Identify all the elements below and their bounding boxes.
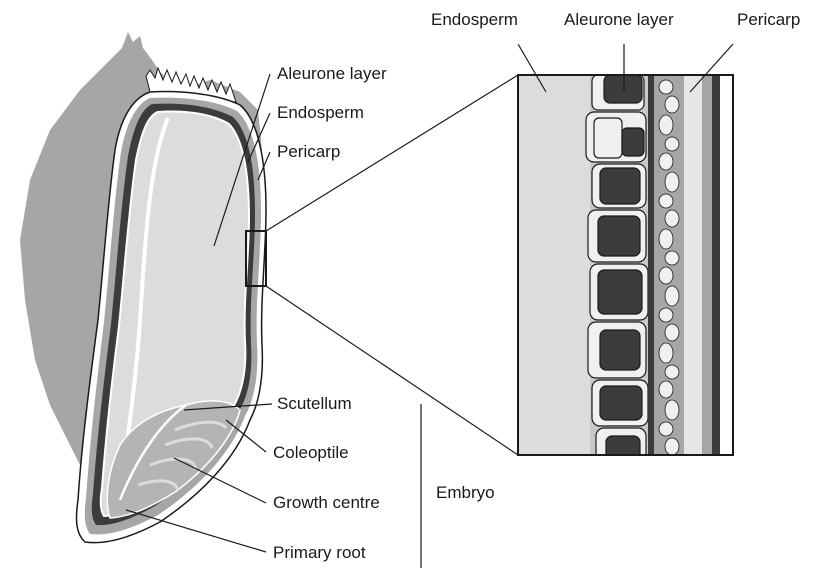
pericarp-cell <box>665 286 679 306</box>
pericarp-cell <box>659 343 673 363</box>
detail-pericarp-mid <box>702 75 712 455</box>
label-detail-pericarp: Pericarp <box>737 10 800 30</box>
pericarp-cell <box>659 194 673 208</box>
pericarp-cell <box>659 153 673 170</box>
aleurone-cell <box>600 386 642 420</box>
label-pericarp: Pericarp <box>277 142 340 162</box>
aleurone-cell <box>606 436 640 466</box>
aleurone-cells <box>586 75 648 468</box>
pericarp-cell <box>665 172 679 192</box>
detail-view <box>518 75 733 468</box>
pericarp-cell <box>665 96 679 113</box>
zoom-line-bottom <box>266 286 518 455</box>
label-detail-aleurone-layer: Aleurone layer <box>564 10 674 30</box>
label-embryo: Embryo <box>436 483 495 503</box>
pericarp-cell <box>665 137 679 151</box>
aleurone-cell <box>600 168 640 204</box>
pericarp-cell <box>659 229 673 249</box>
label-endosperm: Endosperm <box>277 103 364 123</box>
pericarp-cell <box>659 381 673 398</box>
pericarp-cell <box>659 80 673 94</box>
grain-section <box>20 32 266 543</box>
aleurone-cell <box>594 118 622 158</box>
leader-primary-root <box>126 510 266 552</box>
pericarp-cell <box>659 308 673 322</box>
detail-pericarp-dark <box>712 75 720 455</box>
pericarp-cell <box>665 365 679 379</box>
pericarp-cell <box>665 210 679 227</box>
aleurone-cell <box>598 216 640 256</box>
label-detail-endosperm: Endosperm <box>431 10 518 30</box>
aleurone-cell <box>622 128 644 156</box>
pericarp-cell <box>665 251 679 265</box>
label-growth-centre: Growth centre <box>273 493 380 513</box>
detail-pericarp-light <box>684 75 702 455</box>
label-coleoptile: Coleoptile <box>273 443 349 463</box>
pericarp-cell <box>665 438 679 455</box>
pericarp-cell <box>665 324 679 341</box>
label-primary-root: Primary root <box>273 543 366 563</box>
detail-outside <box>720 75 733 455</box>
pericarp-cell <box>665 400 679 420</box>
pericarp-cell <box>659 115 673 135</box>
aleurone-cell <box>598 270 642 314</box>
pericarp-cell <box>659 267 673 284</box>
label-aleurone-layer: Aleurone layer <box>277 64 387 84</box>
detail-dark-strip <box>648 75 654 455</box>
aleurone-cell <box>600 330 640 370</box>
aleurone-cell <box>604 75 642 103</box>
pericarp-cell <box>659 422 673 436</box>
label-scutellum: Scutellum <box>277 394 352 414</box>
